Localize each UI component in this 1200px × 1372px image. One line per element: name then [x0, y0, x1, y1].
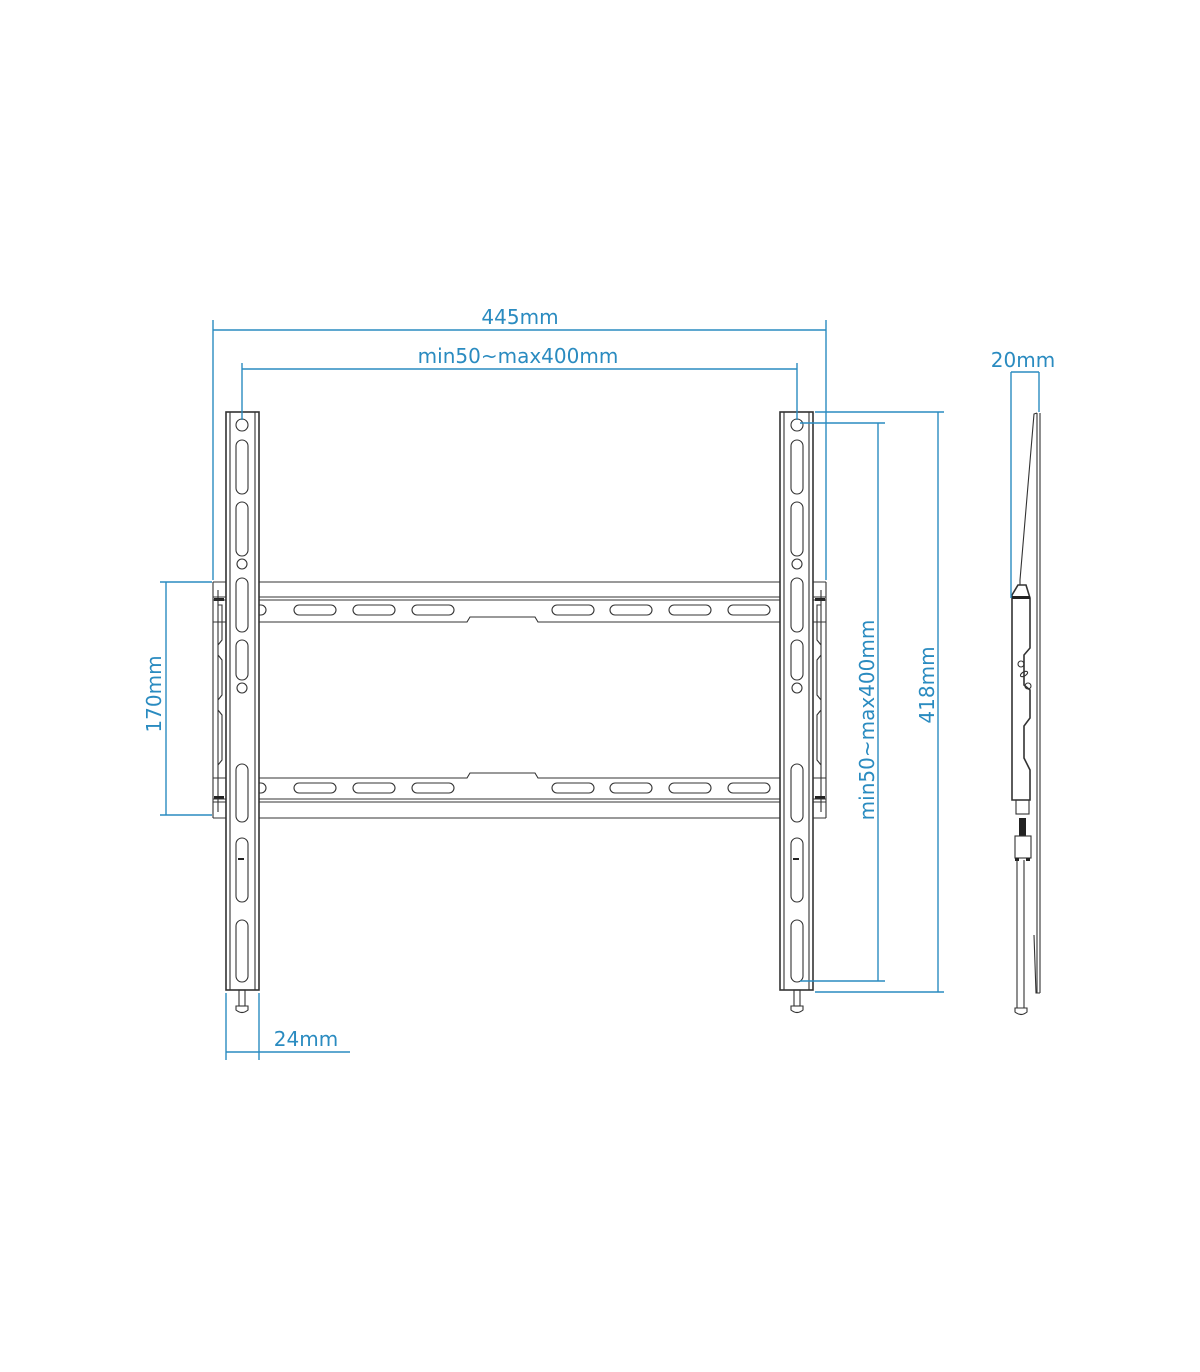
left-wall-plate-edge — [212, 582, 224, 818]
vesa-vertical-label: min50~max400mm — [855, 620, 879, 821]
dimension-overall-width — [212, 320, 827, 580]
arm-width-label: 24mm — [274, 1027, 338, 1051]
right-arm — [779, 411, 814, 1014]
overall-width-label: 445mm — [481, 305, 558, 329]
right-arm-bolt — [790, 989, 804, 1014]
left-arm-bolt — [235, 989, 249, 1014]
front-view — [212, 411, 827, 1014]
side-view — [1011, 412, 1041, 1016]
dimension-rail-spacing — [160, 581, 212, 816]
top-rail — [213, 581, 826, 623]
dimension-arm-width — [225, 993, 350, 1060]
left-arm — [225, 411, 260, 1014]
vesa-horizontal-label: min50~max400mm — [418, 344, 619, 368]
dimension-overall-height — [815, 411, 944, 993]
bottom-rail — [213, 772, 826, 819]
dimension-vesa-vertical — [800, 422, 885, 982]
right-wall-plate-edge — [815, 582, 827, 818]
depth-label: 20mm — [991, 348, 1055, 372]
overall-height-label: 418mm — [915, 646, 939, 723]
top-rail-slots — [239, 604, 771, 616]
rail-spacing-label: 170mm — [142, 655, 166, 732]
bottom-rail-slots — [239, 782, 771, 794]
dimension-depth — [1010, 371, 1040, 598]
dimension-vesa-horizontal — [241, 363, 798, 420]
